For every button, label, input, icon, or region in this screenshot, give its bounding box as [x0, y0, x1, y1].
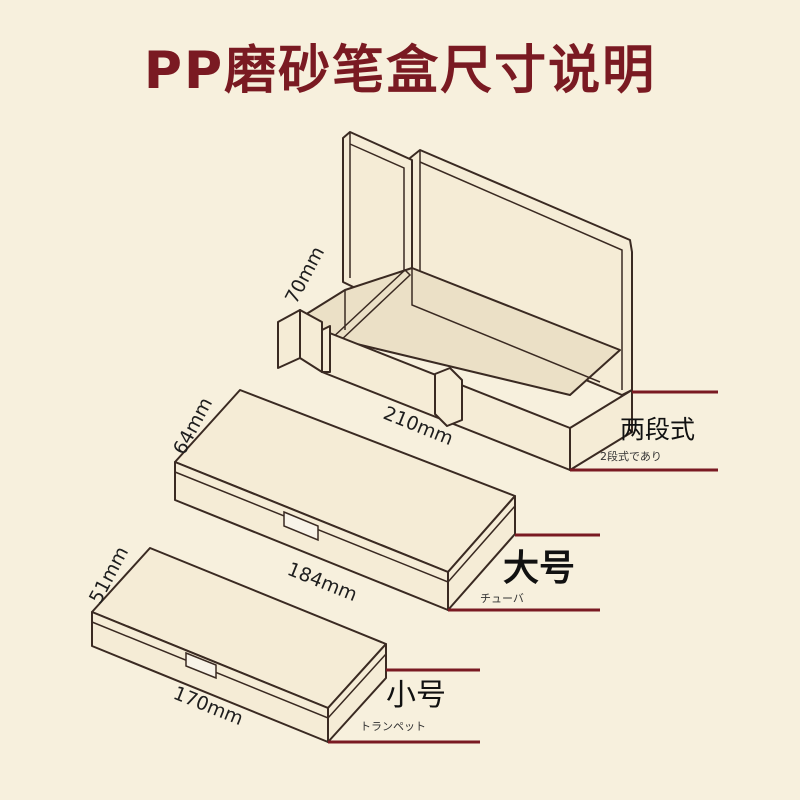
small-box-clasp: [185, 651, 217, 680]
large-subtitle: チューバ: [480, 592, 524, 605]
two-tier-tab: [434, 367, 463, 427]
large-box: [174, 389, 516, 611]
two-tier-end-face: [569, 389, 633, 471]
large-name: 大号: [503, 548, 575, 589]
two-tier-subtitle: 2段式であり: [600, 449, 662, 463]
small-name: 小号: [386, 678, 446, 713]
leader-lines: [328, 390, 718, 744]
two-tier-left-end: [277, 309, 301, 369]
small-box-side: [327, 643, 387, 743]
small-subtitle: トランペット: [360, 720, 426, 733]
small-box: [91, 547, 387, 743]
page-title: PP磨砂笔盒尺寸说明: [143, 41, 657, 101]
two-tier-box: [277, 131, 633, 471]
two-tier-height-label: 70mm: [281, 243, 329, 307]
large-box-clasp: [283, 510, 319, 542]
two-tier-name: 两段式: [620, 415, 695, 444]
